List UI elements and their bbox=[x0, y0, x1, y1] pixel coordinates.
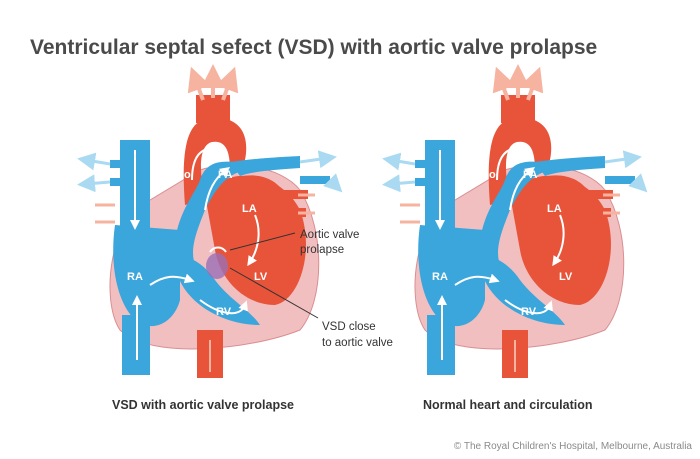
caption-normal: Normal heart and circulation bbox=[423, 398, 593, 412]
label-ra: RA bbox=[432, 271, 448, 283]
copyright-notice: © The Royal Children's Hospital, Melbour… bbox=[453, 441, 692, 452]
label-rv: RV bbox=[521, 306, 537, 318]
vsd-heart: Ao PA LA LV RA RV Aortic valve prolapse … bbox=[86, 76, 393, 378]
label-ra: RA bbox=[127, 271, 143, 283]
label-pa: PA bbox=[218, 169, 233, 181]
label-pa: PA bbox=[523, 169, 538, 181]
page-title: Ventricular septal sefect (VSD) with aor… bbox=[30, 36, 598, 59]
callout-vsd-line1: VSD close bbox=[322, 321, 376, 333]
callout-valve-line1: Aortic valve bbox=[300, 229, 359, 241]
label-lv: LV bbox=[254, 271, 268, 283]
vsd-defect bbox=[206, 253, 228, 279]
aortic-valve-prolapse bbox=[209, 246, 227, 253]
label-rv: RV bbox=[216, 306, 232, 318]
callout-vsd-line2: to aortic valve bbox=[322, 337, 393, 349]
callout-valve-line2: prolapse bbox=[300, 244, 344, 256]
label-ao: Ao bbox=[481, 169, 496, 181]
label-la: LA bbox=[547, 203, 562, 215]
normal-heart: Ao PA LA LV RA RV bbox=[391, 76, 641, 378]
caption-vsd: VSD with aortic valve prolapse bbox=[112, 398, 295, 412]
label-lv: LV bbox=[559, 271, 573, 283]
label-ao: Ao bbox=[176, 169, 191, 181]
label-la: LA bbox=[242, 203, 257, 215]
